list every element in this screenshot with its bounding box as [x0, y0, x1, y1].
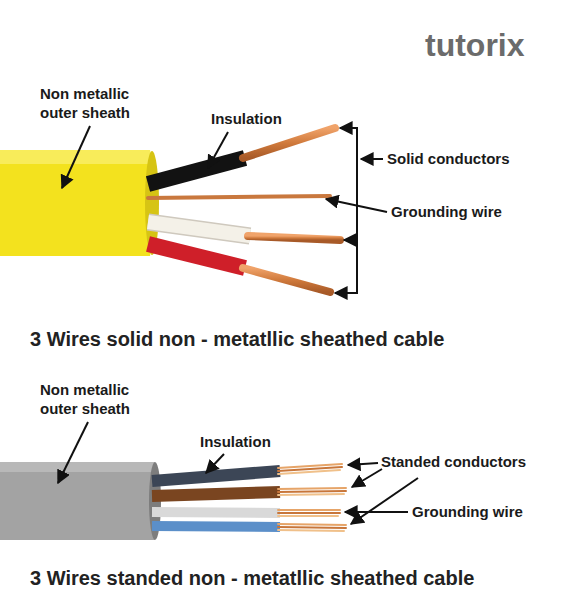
leader-lines	[62, 126, 387, 294]
copper-conductor	[243, 128, 335, 158]
part-label: Grounding wire	[391, 203, 502, 221]
leader-line	[58, 422, 88, 483]
leader-line	[345, 511, 408, 513]
leader-line	[208, 132, 228, 168]
stranded-cable	[0, 462, 346, 540]
grey-insulation	[152, 512, 280, 513]
part-label: Standed conductors	[381, 453, 526, 471]
leader-line	[348, 463, 378, 465]
leader-line	[351, 478, 418, 524]
sheath-highlight	[0, 462, 155, 472]
watermark: tutorix	[425, 26, 525, 64]
leader-line	[62, 126, 90, 188]
part-label: Insulation	[211, 110, 282, 128]
bracket-arrow	[340, 127, 357, 129]
part-label: Insulation	[200, 433, 271, 451]
copper-conductor	[243, 268, 330, 292]
copper-conductor	[248, 236, 340, 240]
leader-line	[361, 158, 383, 160]
solid-cable	[0, 128, 340, 292]
part-label: Non metallic outer sheath	[40, 84, 160, 122]
bracket-arrow	[335, 292, 357, 294]
leader-line	[352, 469, 382, 487]
blue-insulation	[152, 526, 280, 527]
caption: 3 Wires solid non - metatllic sheathed c…	[30, 327, 444, 351]
leader-line	[326, 199, 387, 212]
bracket	[356, 127, 358, 294]
red-insulation	[148, 244, 245, 268]
black-insulation	[148, 158, 245, 184]
bracket-arrow	[344, 239, 357, 241]
caption: 3 Wires standed non - metatllic sheathed…	[30, 566, 474, 590]
white-insulation-edge	[148, 222, 250, 236]
part-label: Solid conductors	[387, 150, 510, 168]
brown-insulation	[152, 492, 280, 496]
grey-sheath	[0, 462, 155, 540]
part-label: Non metallic outer sheath	[40, 380, 160, 418]
white-insulation	[148, 222, 250, 236]
copper-strands	[278, 464, 346, 531]
leader-line	[206, 454, 224, 473]
yellow-sheath	[0, 150, 155, 256]
dark-insulation	[152, 471, 280, 481]
part-label: Grounding wire	[412, 503, 523, 521]
leader-lines	[58, 422, 418, 524]
bare-ground-wire	[148, 196, 330, 198]
